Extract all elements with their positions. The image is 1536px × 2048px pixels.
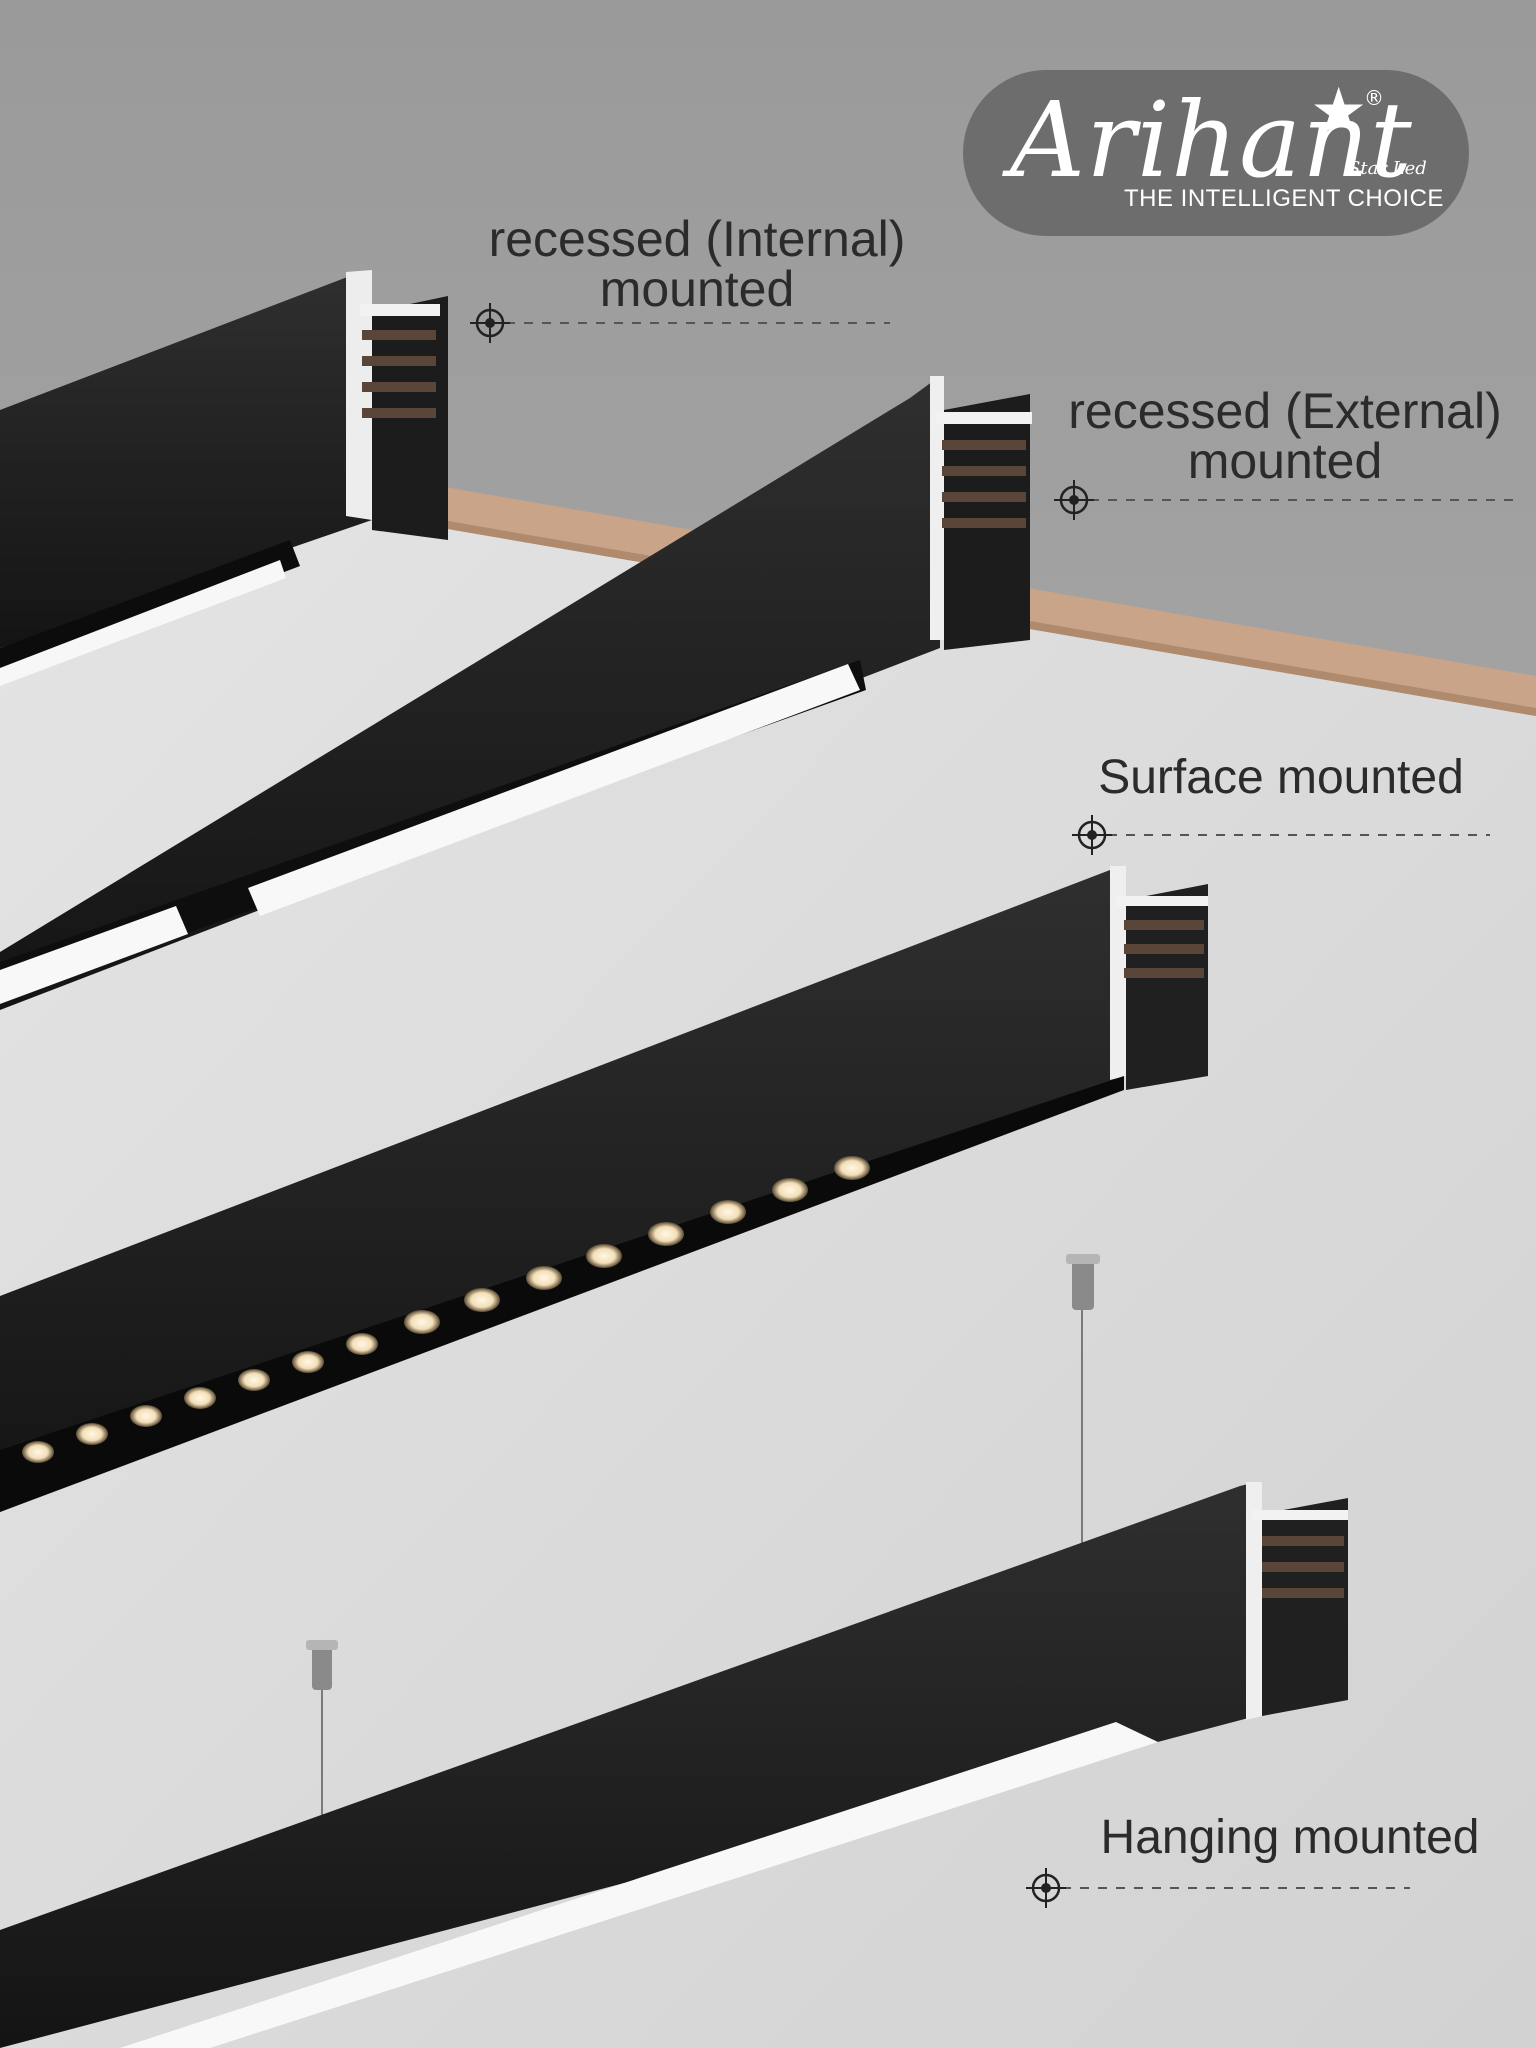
label-hanging-mounted: Hanging mounted bbox=[1100, 1811, 1480, 1864]
label-recessed-external-line1: recessed (External) bbox=[1068, 383, 1502, 439]
suspension-cap-left bbox=[306, 1640, 338, 1690]
logo-subtitle: Star Led bbox=[1348, 158, 1427, 179]
leader-hanging bbox=[1026, 1868, 1410, 1908]
led-spot-row bbox=[22, 1156, 870, 1463]
target-marker-icon bbox=[1026, 1868, 1066, 1908]
label-recessed-external: recessed (External) mounted bbox=[1040, 386, 1530, 486]
label-recessed-internal-line1: recessed (Internal) bbox=[488, 211, 906, 267]
hanging-profile bbox=[0, 1254, 1348, 2048]
target-marker-icon bbox=[470, 303, 510, 343]
leader-internal bbox=[470, 303, 890, 343]
logo-registered-mark: ® bbox=[1364, 86, 1384, 110]
recessed-internal-profile bbox=[0, 270, 448, 686]
target-marker-icon bbox=[1054, 480, 1094, 520]
logo-wordmark: Arihant bbox=[1010, 79, 1413, 201]
star-icon: ★ bbox=[1310, 75, 1368, 149]
target-marker-icon bbox=[1072, 815, 1112, 855]
logo-tagline: THE INTELLIGENT CHOICE bbox=[1124, 185, 1444, 212]
logo-badge bbox=[963, 70, 1469, 236]
suspension-cap-right bbox=[1066, 1254, 1100, 1310]
label-recessed-internal: recessed (Internal) mounted bbox=[462, 214, 932, 314]
label-recessed-internal-line2: mounted bbox=[599, 261, 795, 317]
leader-surface bbox=[1072, 815, 1490, 855]
leader-external bbox=[1054, 480, 1520, 520]
label-surface-mounted: Surface mounted bbox=[1098, 751, 1464, 804]
surface-profile bbox=[0, 866, 1208, 1512]
recessed-external-profile bbox=[0, 376, 1032, 1010]
label-recessed-external-line2: mounted bbox=[1187, 433, 1383, 489]
